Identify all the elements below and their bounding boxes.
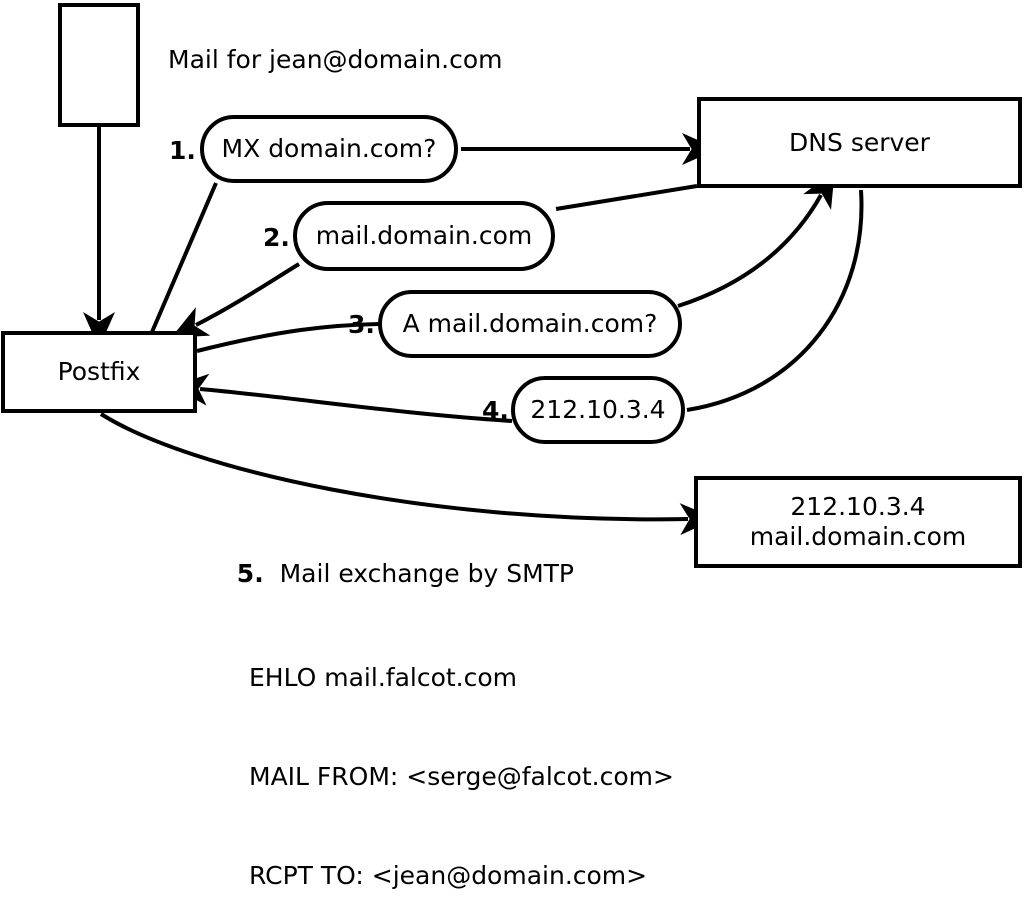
- dns-server-box: DNS server: [697, 97, 1022, 188]
- message-pill-a-answer-label: 212.10.3.4: [530, 395, 666, 424]
- dns-server-label: DNS server: [789, 127, 930, 157]
- smtp-step-label: Mail exchange by SMTP: [279, 559, 574, 588]
- arrow-reply-pill-to-postfix: [171, 262, 301, 338]
- target-mail-server-box: 212.10.3.4 mail.domain.com: [694, 476, 1022, 568]
- source-client-box: [58, 3, 140, 127]
- arrow-answer-pill-to-postfix: [172, 373, 513, 423]
- message-pill-a-query-label: A mail.domain.com?: [402, 309, 658, 338]
- transcript-line: EHLO mail.falcot.com: [249, 663, 518, 692]
- message-pill-mx-answer-label: mail.domain.com: [315, 221, 533, 250]
- smtp-step-caption: 5. Mail exchange by SMTP: [205, 530, 574, 617]
- message-pill-a-query: A mail.domain.com?: [378, 290, 682, 358]
- arrow-dns-to-reply-pill: [555, 184, 698, 211]
- message-pill-mx-answer: mail.domain.com: [293, 201, 555, 271]
- step-number-5: 5.: [236, 559, 264, 588]
- postfix-box: Postfix: [1, 331, 197, 413]
- step-number-2: 2.: [263, 223, 290, 252]
- message-pill-a-answer: 212.10.3.4: [511, 376, 685, 444]
- message-pill-mx-query-label: MX domain.com?: [221, 134, 437, 163]
- smtp-transcript: EHLO mail.falcot.com MAIL FROM: <serge@f…: [249, 595, 849, 919]
- transcript-line: RCPT TO: <jean@domain.com>: [249, 861, 648, 890]
- mail-for-title: Mail for jean@domain.com: [168, 45, 503, 74]
- arrow-postfix-to-mx-pill: [150, 182, 218, 333]
- step-number-4: 4.: [482, 396, 509, 425]
- target-mail-server-label: 212.10.3.4 mail.domain.com: [749, 492, 967, 551]
- postfix-label: Postfix: [57, 357, 141, 386]
- smtp-step-label-spacer: [264, 559, 280, 588]
- arrow-a-query-pill-to-dns: [677, 170, 835, 308]
- transcript-line: MAIL FROM: <serge@falcot.com>: [249, 762, 674, 791]
- message-pill-mx-query: MX domain.com?: [200, 115, 458, 183]
- arrow-dns-to-answer-pill: [686, 189, 864, 412]
- step-number-1: 1.: [169, 136, 196, 165]
- step-number-3: 3.: [348, 310, 375, 339]
